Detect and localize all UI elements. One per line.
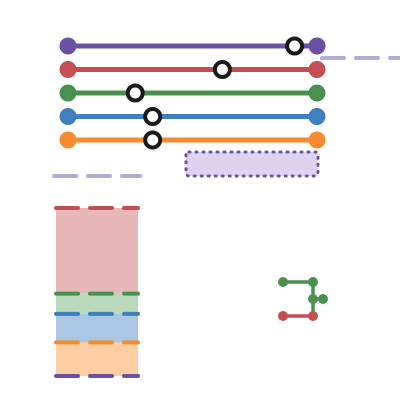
slider-end-dot-green: [308, 84, 326, 102]
slider-green[interactable]: [59, 83, 326, 103]
selection-box[interactable]: [184, 150, 320, 178]
mini-dot-green-3: [318, 294, 328, 304]
slider-handle-red[interactable]: [212, 60, 232, 79]
slider-group: [59, 36, 326, 150]
slider-end-dot-red: [308, 61, 326, 78]
mini-dot-green-1: [308, 277, 318, 287]
slider-handle-blue[interactable]: [143, 107, 163, 126]
stack-segment-green[interactable]: [56, 293, 138, 314]
slider-start-dot-blue: [59, 108, 77, 125]
stack-segment-blue[interactable]: [56, 313, 138, 343]
mini-slider-pair-icon[interactable]: [278, 277, 328, 321]
slider-red[interactable]: [59, 60, 326, 79]
slider-handle-green[interactable]: [125, 83, 145, 103]
mini-dot-green-2: [308, 294, 318, 304]
slider-end-dot-blue: [308, 108, 326, 125]
slider-start-dot-green: [59, 84, 77, 102]
slider-end-dot-orange: [308, 131, 326, 149]
slider-handle-orange[interactable]: [143, 130, 163, 150]
slider-start-dot-orange: [59, 131, 77, 149]
mini-dot-green-0: [278, 277, 288, 287]
slider-blue[interactable]: [59, 107, 326, 126]
stack-segment-orange[interactable]: [56, 342, 138, 376]
slider-handle-purple[interactable]: [285, 36, 305, 56]
slider-purple[interactable]: [59, 36, 326, 56]
slider-start-dot-purple: [59, 37, 77, 55]
mini-dot-red-4: [278, 311, 288, 321]
stack-segment-red[interactable]: [56, 208, 138, 294]
mini-dot-red-5: [308, 311, 318, 321]
stacked-bar: [54, 206, 140, 378]
slider-end-dot-purple: [308, 37, 326, 55]
slider-orange[interactable]: [59, 130, 326, 150]
slider-start-dot-red: [59, 61, 77, 78]
